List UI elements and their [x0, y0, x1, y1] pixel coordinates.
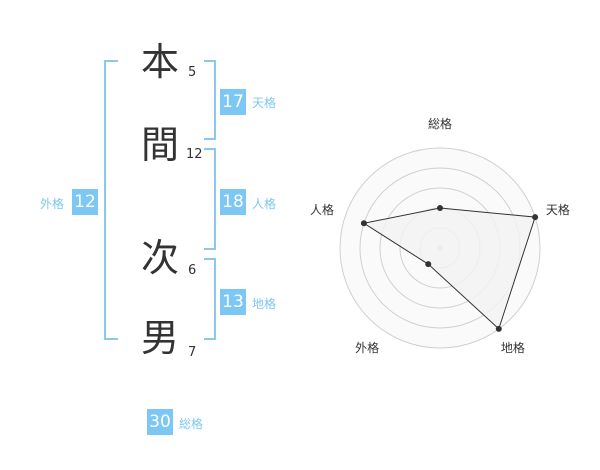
radar-point-1: [437, 205, 443, 211]
radar-axis-label: 総格: [427, 117, 453, 131]
chikaku-bracket: [204, 258, 216, 340]
chikaku-label: 地格: [252, 297, 277, 311]
name-char-2: 間: [140, 123, 179, 167]
radar-point-3: [495, 325, 502, 332]
soukaku-value: 30: [147, 409, 173, 435]
name-char-4: 男: [140, 316, 179, 360]
radar-series-area: [362, 207, 536, 330]
gaikaku-value: 12: [72, 189, 98, 215]
radar-point-4: [425, 261, 432, 268]
radar-point-5: [360, 220, 367, 227]
jinkaku-label: 人格: [252, 197, 277, 211]
stroke-count-2: 12: [186, 147, 203, 162]
radar-point-2: [532, 214, 539, 221]
stroke-count-4: 7: [188, 345, 197, 360]
tenkaku-bracket: [204, 60, 216, 140]
radar-axis-label: 天格: [545, 202, 570, 217]
jinkaku-bracket: [204, 148, 216, 250]
radar-axis-label: 人格: [310, 202, 335, 217]
gaikaku-label: 外格: [40, 197, 65, 211]
chikaku-value: 13: [220, 289, 246, 315]
radar-axis-label: 地格: [500, 341, 525, 356]
stroke-count-3: 6: [188, 263, 197, 278]
name-char-3: 次: [140, 236, 179, 280]
tenkaku-label: 天格: [252, 96, 277, 110]
soukaku-label: 総格: [179, 417, 204, 431]
gaikaku-bracket: [104, 60, 118, 340]
stroke-count-1: 5: [188, 65, 197, 80]
name-char-1: 本: [140, 40, 179, 84]
radar-chart: [339, 147, 541, 349]
jinkaku-value: 18: [220, 189, 246, 215]
tenkaku-value: 17: [220, 89, 246, 115]
radar-axis-label: 外格: [355, 341, 380, 356]
